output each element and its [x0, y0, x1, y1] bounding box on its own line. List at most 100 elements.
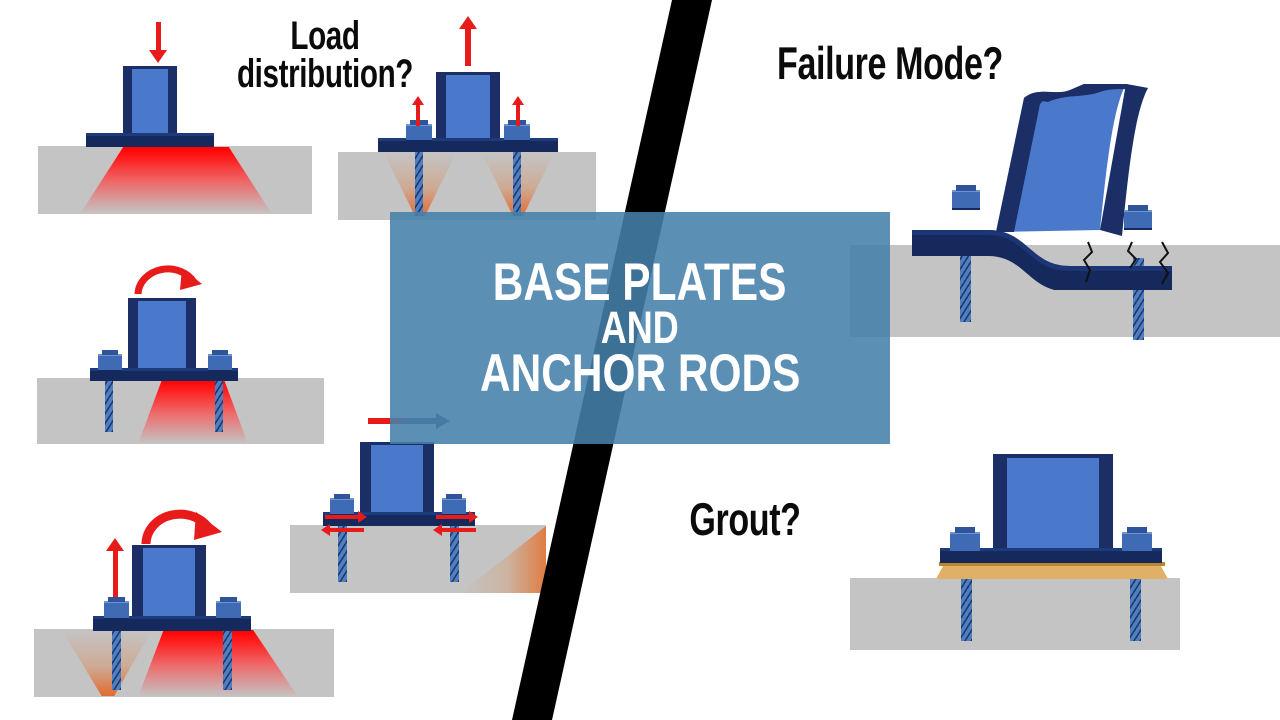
figure-failure-mode [850, 80, 1280, 360]
title-line-2: AND [601, 302, 679, 354]
plate-shear-arrow-left-shaft [325, 515, 359, 519]
column-top-cap [123, 66, 177, 69]
deformed-column [996, 84, 1148, 236]
anchor-rod-right [215, 374, 223, 432]
base-plate [86, 133, 214, 147]
column-flange-left [360, 442, 371, 512]
hex-nut-left [950, 532, 980, 553]
column-top-cap [132, 545, 206, 548]
deformed-base-plate [912, 230, 1172, 290]
column-top-cap [128, 298, 196, 301]
concrete-cracks [1082, 241, 1170, 285]
column-web [131, 66, 169, 133]
label-load-distribution: Load distribution? [236, 14, 414, 96]
title-banner-text: BASE PLATES AND ANCHOR RODS [390, 212, 890, 444]
title-line-3: ANCHOR RODS [479, 343, 801, 403]
column-flange-right [490, 72, 500, 138]
down-arrow-shaft [156, 22, 161, 52]
base-plate [940, 548, 1162, 563]
hex-nut-right [208, 354, 232, 372]
uplift-arrow-right-shaft [516, 104, 520, 126]
column-web [370, 442, 424, 512]
hex-nut-left [330, 498, 354, 516]
anchor-rod-right [1130, 573, 1141, 641]
hex-nut-left [98, 354, 122, 372]
hex-nut-left-cap [102, 350, 118, 355]
moment-arrow [134, 265, 202, 295]
figure-grout-detail [840, 440, 1190, 670]
reaction-arrow-left-head [321, 524, 330, 536]
column-top-cap [993, 454, 1113, 458]
column-web [445, 72, 491, 138]
base-plate-highlight [86, 133, 214, 136]
figure-moment-uplift [20, 488, 350, 720]
hex-nut-right [442, 498, 466, 516]
column-top-cap [436, 72, 500, 75]
anchor-rod-right [513, 145, 521, 216]
grout-pad [936, 562, 1168, 579]
base-plate-highlight [940, 548, 1162, 551]
uplift-arrow-shaft [113, 550, 118, 597]
plate-shear-arrow-right-shaft [436, 515, 470, 519]
base-plate-highlight [90, 368, 238, 371]
reaction-arrow-right-head [433, 524, 442, 536]
base-plate [93, 616, 251, 631]
uplift-arrow-center-shaft [465, 28, 471, 66]
reaction-arrow-left-shaft [330, 528, 364, 532]
shear-load-arrow-tail [368, 418, 406, 424]
uplift-arrow-center-head [459, 16, 477, 29]
grout-pad-shadow [939, 562, 1165, 566]
uplift-arrow-head [106, 538, 124, 551]
hex-nut-left-cap [956, 185, 976, 191]
column-flange-left [123, 66, 132, 133]
reaction-arrow-right-shaft [442, 528, 476, 532]
anchor-rod-right [450, 520, 459, 582]
plate-shear-arrow-right-head [469, 511, 478, 523]
title-line-1: BASE PLATES [493, 252, 787, 312]
uplift-arrow-right-head [512, 96, 524, 105]
hex-nut-right-cap [220, 597, 237, 602]
hex-nut-right [504, 124, 530, 142]
anchor-rod-right [223, 624, 232, 690]
column-flange-right [423, 442, 434, 512]
column-flange-left [436, 72, 446, 138]
label-grout: Grout? [689, 493, 801, 545]
base-plate [90, 368, 238, 381]
column-flange-right [195, 545, 206, 616]
concrete-block [338, 152, 596, 220]
base-plate-highlight [93, 616, 251, 619]
base-plate-highlight [323, 512, 475, 515]
hex-nut-left-cap [108, 597, 125, 602]
hex-nut-left [406, 124, 432, 142]
column-flange-right [168, 66, 177, 133]
anchor-rod-left [960, 240, 971, 322]
hex-nut-left-cap [334, 494, 350, 499]
hex-nut-right [1122, 532, 1152, 553]
column-flange-left [993, 454, 1007, 548]
column-flange-right [1099, 454, 1113, 548]
hex-nut-right-cap [446, 494, 462, 499]
down-arrow-head [149, 50, 167, 63]
column-flange-left [128, 298, 138, 368]
figure-shear [290, 400, 590, 610]
anchor-rod-left [338, 520, 347, 582]
column-web [1006, 454, 1100, 548]
column-flange-right [186, 298, 196, 368]
uplift-arrow-left-head [412, 96, 424, 105]
hex-nut-left [104, 601, 129, 620]
base-plate-highlight [378, 138, 558, 141]
hex-nut-right-cap [1127, 527, 1147, 533]
concrete-block [850, 578, 1180, 650]
hex-nut-left-cap [955, 527, 975, 533]
figure-axial-compression [0, 0, 340, 230]
anchor-rod-left [415, 145, 423, 216]
label-failure-mode: Failure Mode? [777, 37, 1003, 89]
column-web [142, 545, 196, 616]
concrete-block [850, 245, 1280, 337]
hex-nut-right [1124, 210, 1152, 230]
uplift-arrow-left-shaft [416, 104, 420, 126]
column-web [137, 298, 187, 368]
anchor-rod-left [961, 573, 972, 641]
anchor-rod-left [105, 374, 113, 432]
